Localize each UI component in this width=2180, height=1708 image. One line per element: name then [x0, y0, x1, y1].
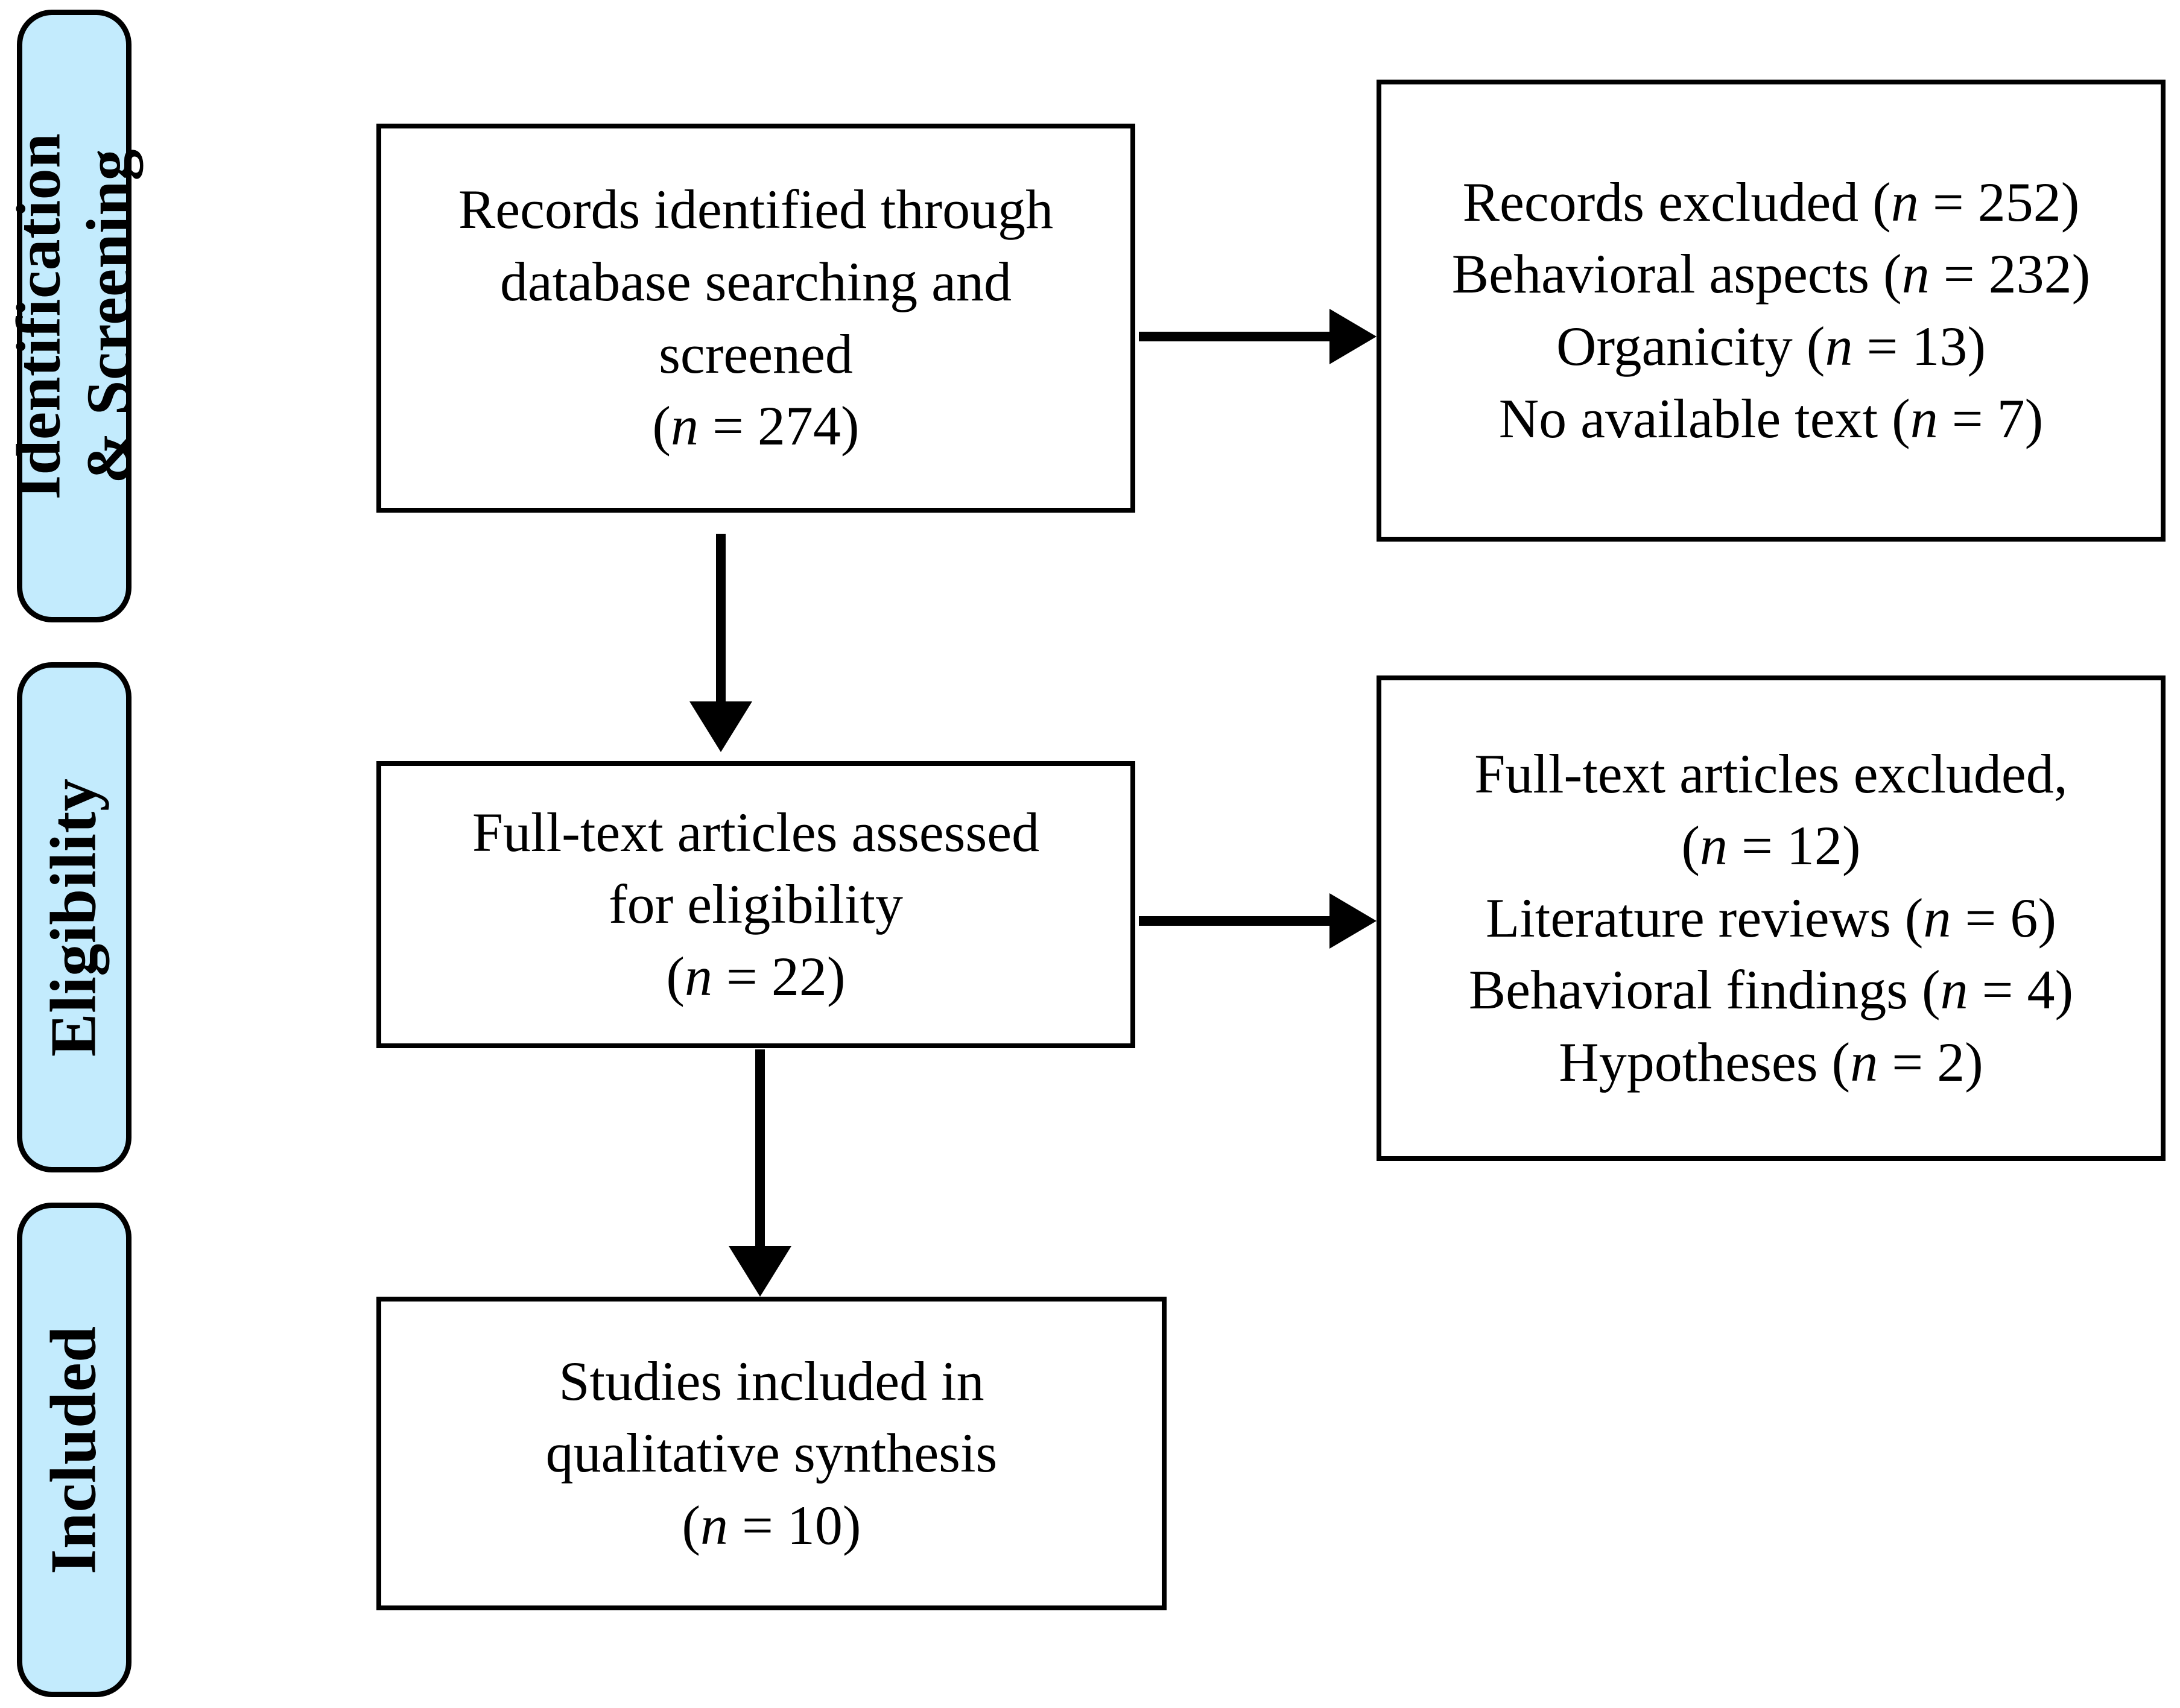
box-fulltext-excluded-text: Full-text articles excluded, (n = 12) Li… [1381, 738, 2161, 1099]
n-symbol: n [1890, 171, 1919, 233]
records-identified-count: (n = 274) [652, 395, 860, 457]
records-excluded-line-1: Records excluded (n = 252) [1462, 171, 2080, 233]
n-symbol: n [1825, 315, 1853, 377]
box-studies-included-text: Studies included in qualitative synthesi… [381, 1346, 1162, 1562]
n-symbol: n [1940, 959, 1968, 1021]
arrow-shaft [755, 1049, 765, 1246]
arrow-shaft [1139, 916, 1329, 926]
fulltext-assessed-line-2: for eligibility [608, 873, 904, 935]
arrow-shaft [1139, 332, 1329, 341]
stage-included-label: Included [37, 1325, 110, 1575]
box-records-excluded-text: Records excluded (n = 252) Behavioral as… [1381, 166, 2161, 455]
n-symbol: n [1923, 887, 1951, 949]
records-excluded-line-2: Behavioral aspects (n = 232) [1451, 243, 2091, 305]
records-identified-line-2: database searching and [499, 250, 1012, 312]
arrow-head [729, 1246, 791, 1297]
studies-included-count: (n = 10) [682, 1494, 861, 1556]
stage-eligibility-label: Eligibility [37, 778, 110, 1057]
box-fulltext-assessed: Full-text articles assessed for eligibil… [376, 761, 1135, 1048]
records-excluded-line-4: No available text (n = 7) [1498, 387, 2044, 449]
fulltext-excluded-line-1: Full-text articles excluded, [1474, 742, 2068, 805]
n-symbol: n [671, 395, 699, 457]
stage-included: Included [17, 1203, 131, 1697]
stage-eligibility: Eligibility [17, 662, 131, 1172]
records-identified-line-1: Records identified through [458, 179, 1054, 241]
box-records-excluded: Records excluded (n = 252) Behavioral as… [1377, 80, 2166, 542]
studies-included-line-1: Studies included in [559, 1350, 984, 1412]
studies-included-line-2: qualitative synthesis [545, 1422, 998, 1484]
fulltext-excluded-line-2: (n = 12) [1681, 815, 1861, 877]
n-symbol: n [1850, 1031, 1878, 1093]
arrow-shaft [716, 534, 726, 701]
stage-identification-screening-label: Identification & Screening [4, 133, 145, 499]
box-records-identified-text: Records identified through database sear… [381, 174, 1130, 462]
arrow-head [689, 701, 752, 752]
arrow-head [1329, 309, 1377, 364]
stage-identification-screening: Identification & Screening [4, 10, 144, 622]
box-fulltext-excluded: Full-text articles excluded, (n = 12) Li… [1377, 675, 2166, 1161]
fulltext-assessed-count: (n = 22) [666, 945, 846, 1007]
stage-label-line-2: & Screening [74, 148, 144, 484]
stage-label-line-1: Identification [4, 133, 74, 499]
n-symbol: n [1700, 815, 1728, 877]
box-records-identified: Records identified through database sear… [376, 124, 1135, 513]
fulltext-assessed-line-1: Full-text articles assessed [472, 801, 1040, 863]
box-fulltext-assessed-text: Full-text articles assessed for eligibil… [381, 797, 1130, 1013]
records-identified-line-3: screened [659, 323, 853, 385]
n-symbol: n [685, 945, 713, 1007]
fulltext-excluded-line-4: Behavioral findings (n = 4) [1468, 959, 2074, 1021]
arrow-head [1329, 893, 1377, 949]
n-symbol: n [700, 1494, 729, 1556]
n-symbol: n [1901, 243, 1930, 305]
fulltext-excluded-line-5: Hypotheses (n = 2) [1559, 1031, 1983, 1093]
fulltext-excluded-line-3: Literature reviews (n = 6) [1486, 887, 2056, 949]
records-excluded-line-3: Organicity (n = 13) [1556, 315, 1986, 377]
box-studies-included: Studies included in qualitative synthesi… [376, 1297, 1167, 1610]
n-symbol: n [1910, 387, 1938, 449]
